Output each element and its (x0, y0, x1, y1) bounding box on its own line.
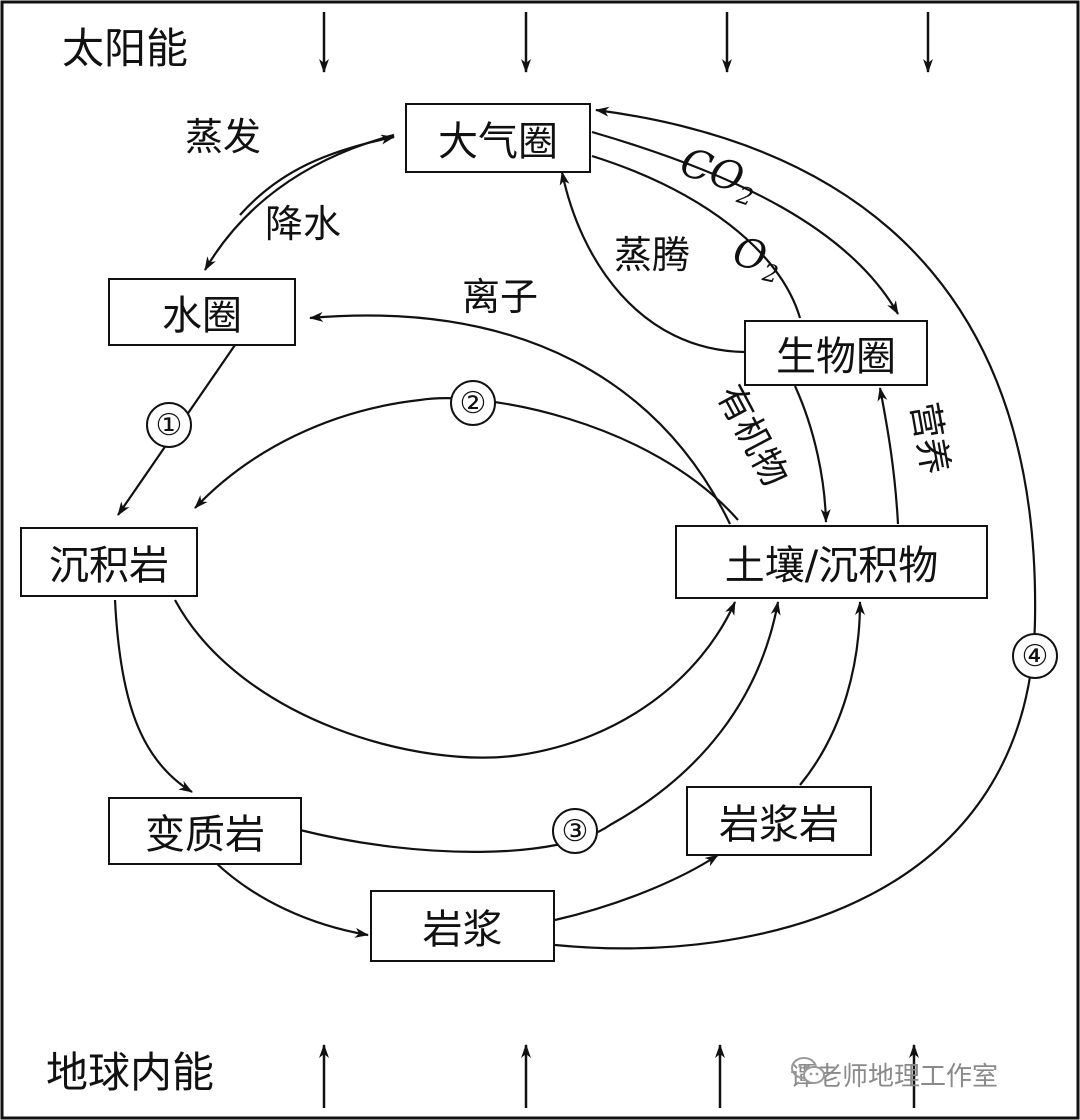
transpiration-label: 蒸腾 (614, 233, 691, 277)
arrow-sed-meta (113, 599, 193, 793)
ions-label: 离子 (462, 275, 539, 319)
arrow-precip-evap-back (239, 134, 395, 216)
internal-energy-label: 地球内能 (46, 1048, 215, 1097)
igneous-rock-box: 岩浆岩 (686, 786, 872, 856)
wechat-icon (791, 1057, 825, 1084)
arrow-nutrients (877, 387, 900, 525)
sedimentary-rock-box: 沉积岩 (20, 527, 198, 597)
marker-4: ④ (1012, 633, 1058, 679)
evaporation-label: 蒸发 (185, 115, 262, 159)
magma-box: 岩浆 (370, 890, 555, 962)
arrow-magma-atmos (554, 106, 1037, 950)
arrow-o2 (591, 154, 802, 319)
biosphere-box: 生物圈 (744, 320, 928, 386)
atmosphere-box: 大气圈 (405, 103, 591, 173)
precipitation-label: 降水 (265, 202, 342, 246)
arrow-compaction (194, 397, 739, 521)
marker-1: ① (146, 402, 192, 448)
metamorphic-rock-box: 变质岩 (108, 797, 302, 865)
internal-arrows (319, 1044, 919, 1108)
arrow-magma-igneous (554, 854, 719, 922)
arrow-transpiration (559, 171, 745, 354)
marker-3: ③ (552, 808, 598, 854)
hydrosphere-box: 水圈 (108, 278, 296, 346)
solar-energy-label: 太阳能 (62, 24, 189, 73)
o2-label: O2 (729, 229, 781, 289)
arrow-igneous-soil (799, 601, 865, 786)
watermark: 谭老师地理工作室 (790, 1056, 998, 1093)
arrow-co2 (591, 130, 899, 315)
arrow-meta-soil (299, 601, 781, 854)
arrow-organic (793, 385, 831, 523)
arrow-sed-soil (174, 599, 737, 759)
arrow-meta-magma (214, 861, 369, 938)
soil-sediment-box: 土壤/沉积物 (675, 525, 988, 599)
arrow-ions (309, 311, 731, 525)
solar-arrows (319, 12, 933, 73)
marker-2: ② (450, 380, 496, 426)
